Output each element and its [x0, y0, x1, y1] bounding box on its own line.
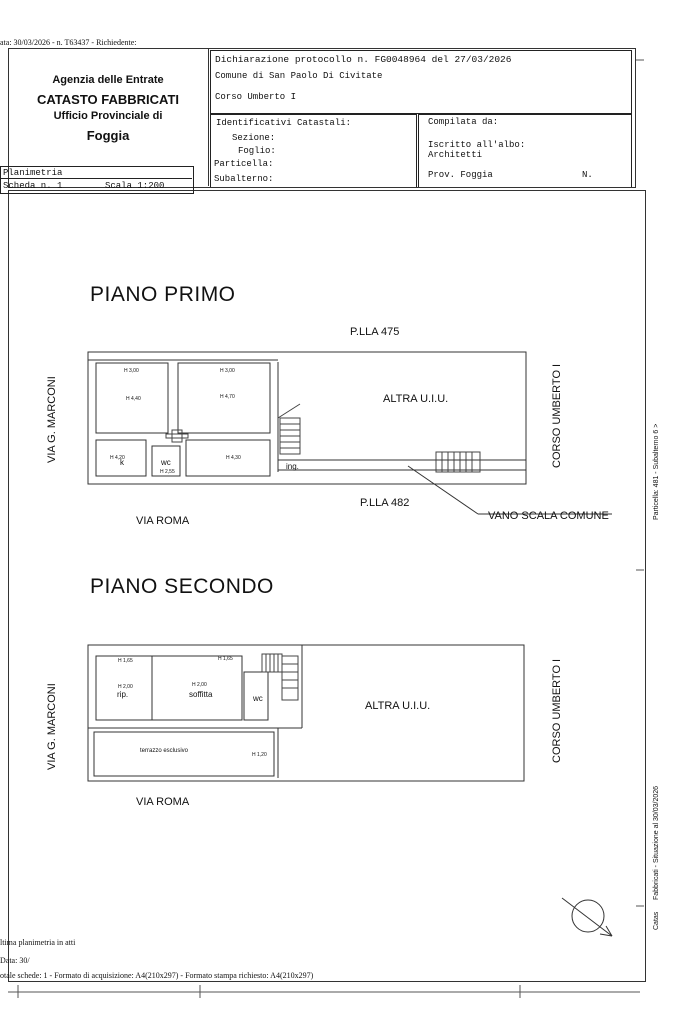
side-text-situation: Fabbricati - Situazione al 30/03/2026 [653, 785, 660, 900]
compiler-box [418, 114, 632, 187]
crop-marks [8, 59, 644, 998]
floor1-height-4: H 4,20 [110, 455, 125, 461]
floor1-height-1: H 3,00 [124, 368, 139, 374]
floor1-room-wc [151, 445, 181, 477]
office-label: Ufficio Provinciale di [53, 110, 163, 122]
floor1-height-7: H 3,00 [220, 368, 235, 374]
subalterno-label: Subalterno: [214, 174, 274, 184]
floor1-other-unit: ALTRA U.I.U. [383, 393, 449, 405]
number-label: N. [582, 170, 593, 180]
floor2-via-roma: VIA ROMA [136, 796, 190, 808]
footer-last-plan: ltima planimetria in atti [0, 938, 76, 947]
office-city: Foggia [86, 128, 130, 143]
floor2-height-1: H 1,65 [118, 658, 133, 664]
floor1-title: PIANO PRIMO [90, 283, 236, 306]
header-divider [208, 48, 209, 186]
side-text-particella: Particella: 481 - Subalterno 6 > [653, 423, 660, 520]
protocol-text: Dichiarazione protocollo n. FG0048964 de… [215, 54, 512, 65]
footer-date: Data: 30/ [0, 956, 30, 965]
floor1-outline [87, 351, 527, 485]
floor2-room-soffitta [151, 655, 243, 721]
floor1-room-b [177, 362, 271, 434]
foglio-label: Foglio: [238, 146, 276, 156]
identifiers-title: Identificativi Catastali: [216, 118, 352, 128]
floor1-via-marconi: VIA G. MARCONI [46, 376, 58, 463]
floor1-room-a [95, 362, 169, 434]
scale-label: Scala 1:200 [105, 181, 165, 191]
floor2-corso-umberto: CORSO UMBERTO I [551, 658, 563, 763]
floor1-height-3: H 4,70 [220, 394, 235, 400]
floor2-terrace-label: terrazzo esclusivo [140, 748, 189, 754]
floor1-height-6: H 2,55 [160, 469, 175, 475]
stair-leader [407, 465, 479, 515]
sheet-label: Scheda n. 1 [3, 181, 63, 191]
drawing-frame [8, 190, 646, 982]
sezione-label: Sezione: [232, 133, 276, 143]
floor2-height-3: H 2,00 [192, 682, 207, 688]
floor2-stairs [261, 653, 299, 701]
identifiers-box [210, 114, 417, 187]
declaration-box [210, 50, 632, 114]
floor1-corso-umberto: CORSO UMBERTO I [551, 363, 563, 468]
side-text-catasto: Catas [653, 911, 660, 930]
planimetry-divider [0, 178, 192, 179]
floor2-terrace [93, 731, 275, 777]
floor1-height-2: H 4,40 [126, 396, 141, 402]
comune-text: Comune di San Paolo Di Civitate [215, 71, 383, 81]
floor1-room-wc-label: wc [161, 458, 171, 467]
floor1-via-roma: VIA ROMA [136, 515, 190, 527]
agency-block: Agenzia delle Entrate CATASTO FABBRICATI… [8, 48, 208, 166]
header-frame [8, 48, 636, 188]
planimetry-label: Planimetria [3, 168, 63, 178]
floor2-room-wc [243, 671, 269, 721]
floor2-other-unit: ALTRA U.I.U. [365, 700, 431, 712]
floor1-column-cross [165, 429, 189, 443]
profession-label: Architetti [428, 150, 483, 160]
floor2-room-wc-label: wc [253, 694, 263, 703]
province-label: Prov. Foggia [428, 170, 493, 180]
floor1-height-5: H 4,30 [226, 455, 241, 461]
compiled-by: Compilata da: [428, 117, 499, 127]
floor1-room-c [185, 439, 271, 477]
floor2-outline [87, 644, 525, 782]
floor1-room-ing-label: ing. [286, 462, 299, 471]
floor1-room-k-label: k [120, 458, 124, 467]
request-info: ata: 30/03/2026 - n. T63437 - Richiedent… [0, 38, 137, 47]
planimetry-box [0, 166, 194, 194]
floor1-stairs [277, 403, 481, 473]
agency-name: Agenzia delle Entrate [52, 74, 164, 86]
floor2-height-2: H 2,00 [118, 684, 133, 690]
address-text: Corso Umberto I [215, 92, 297, 102]
floor2-via-marconi: VIA G. MARCONI [46, 683, 58, 770]
cadastre-title: CATASTO FABBRICATI [36, 92, 180, 107]
floor2-height-5: H 1,20 [252, 752, 267, 758]
floor1-plla-top: P.LLA 475 [350, 326, 400, 338]
compass-icon [561, 897, 613, 937]
floor2-room-soffitta-label: soffitta [189, 690, 213, 699]
floor1-plla-bottom: P.LLA 482 [360, 497, 410, 509]
floor2-height-4: H 1,65 [218, 656, 233, 662]
floor2-room-rip-label: rip. [117, 690, 129, 699]
floor1-stair-label: VANO SCALA COMUNE [488, 510, 609, 522]
particella-label: Particella: [214, 159, 274, 169]
footer-totals: otale schede: 1 - Formato di acquisizion… [0, 971, 314, 980]
registered-label: Iscritto all'albo: [428, 140, 526, 150]
floor1-room-k [95, 439, 147, 477]
floor2-title: PIANO SECONDO [90, 575, 274, 598]
